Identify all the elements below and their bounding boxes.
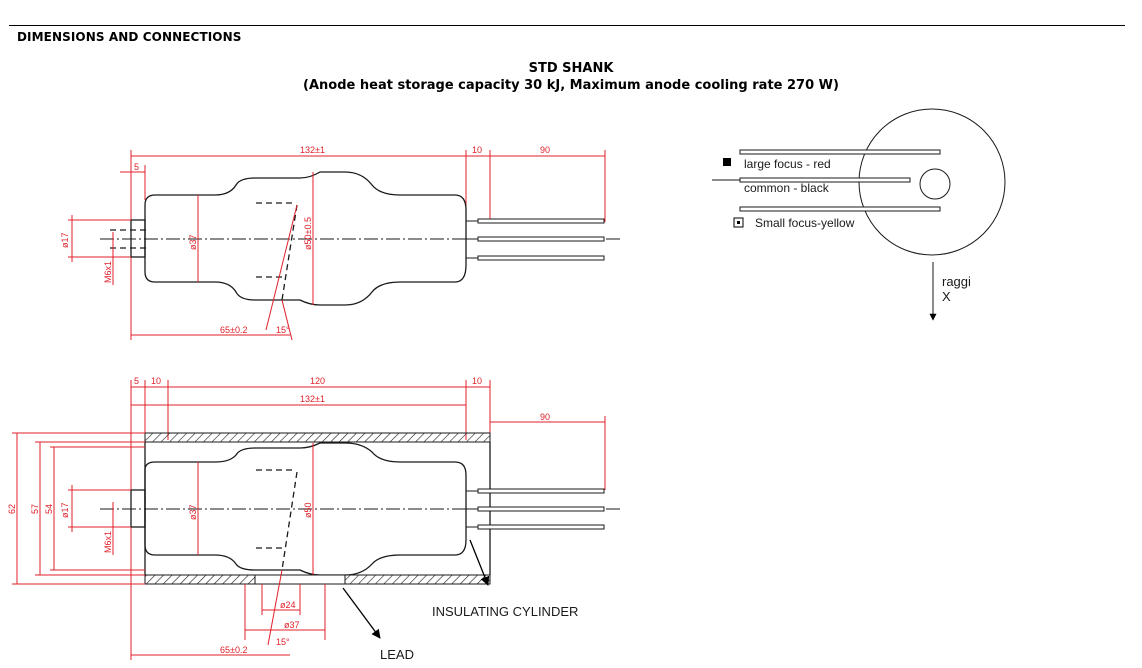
- center-hole: [919, 168, 951, 200]
- bottom-tube-body: [144, 442, 467, 576]
- dim-label: 132±1: [300, 145, 325, 155]
- cylinder-top-wall: [144, 432, 491, 443]
- bottom-leads: [466, 488, 605, 530]
- top-tube-body: [144, 171, 467, 306]
- dim-label: ø50: [303, 502, 313, 518]
- insulating-cylinder-label: INSULATING CYLINDER: [432, 604, 578, 619]
- dim-label: 90: [540, 412, 550, 422]
- dim-label: ø50±0.5: [303, 217, 313, 250]
- drawing-title: STD SHANK: [528, 61, 614, 76]
- dim-label: 54: [44, 504, 54, 514]
- section-title: DIMENSIONS AND CONNECTIONS: [17, 30, 242, 44]
- lead-label: LEAD: [380, 647, 414, 662]
- dim-label: 57: [30, 504, 40, 514]
- dim-label: 65±0.2: [220, 645, 247, 655]
- dim-label: 90: [540, 145, 550, 155]
- dim-label: 5: [134, 376, 139, 386]
- top-tube-drawing: 132±1 10 90 5 ø17 M6x1 ø37 ø50±0.5 65±0.…: [60, 145, 620, 341]
- dim-label: 10: [472, 376, 482, 386]
- x-label: X: [942, 289, 951, 304]
- dim-label: ø17: [60, 232, 70, 248]
- dim-label: 62: [7, 504, 17, 514]
- connection-diagram: large focus - red common - black Small f…: [712, 108, 1006, 321]
- dim-label: 15°: [276, 325, 290, 335]
- raggi-label: raggi: [942, 274, 971, 289]
- small-focus-pin: [739, 206, 941, 212]
- large-focus-marker-icon: [723, 158, 731, 166]
- dim-label: ø37: [284, 620, 300, 630]
- dim-label: M6x1: [103, 531, 113, 553]
- large-focus-label: large focus - red: [744, 157, 831, 171]
- dim-label: ø24: [280, 600, 296, 610]
- dim-label: ø17: [60, 502, 70, 518]
- dim-label: M6x1: [103, 261, 113, 283]
- dim-label: 10: [472, 145, 482, 155]
- dim-label: ø37: [188, 504, 198, 520]
- header-rule: [9, 25, 1125, 26]
- dim-label: 65±0.2: [220, 325, 247, 335]
- dim-label: 120: [310, 376, 325, 386]
- dim-label: 5: [134, 162, 139, 172]
- dim-label: 132±1: [300, 394, 325, 404]
- dim-label: ø37: [188, 234, 198, 250]
- dim-label: 15°: [276, 637, 290, 647]
- drawing-subtitle: (Anode heat storage capacity 30 kJ, Maxi…: [303, 78, 839, 93]
- bottom-tube-drawing: 5 10 120 10 132±1 90 62 57 54 ø17 M6x1 ø…: [7, 376, 620, 662]
- dim-label: 10: [151, 376, 161, 386]
- small-focus-label: Small focus-yellow: [755, 216, 855, 230]
- large-focus-pin: [739, 149, 941, 155]
- common-label: common - black: [744, 181, 830, 195]
- top-leads: [466, 218, 605, 261]
